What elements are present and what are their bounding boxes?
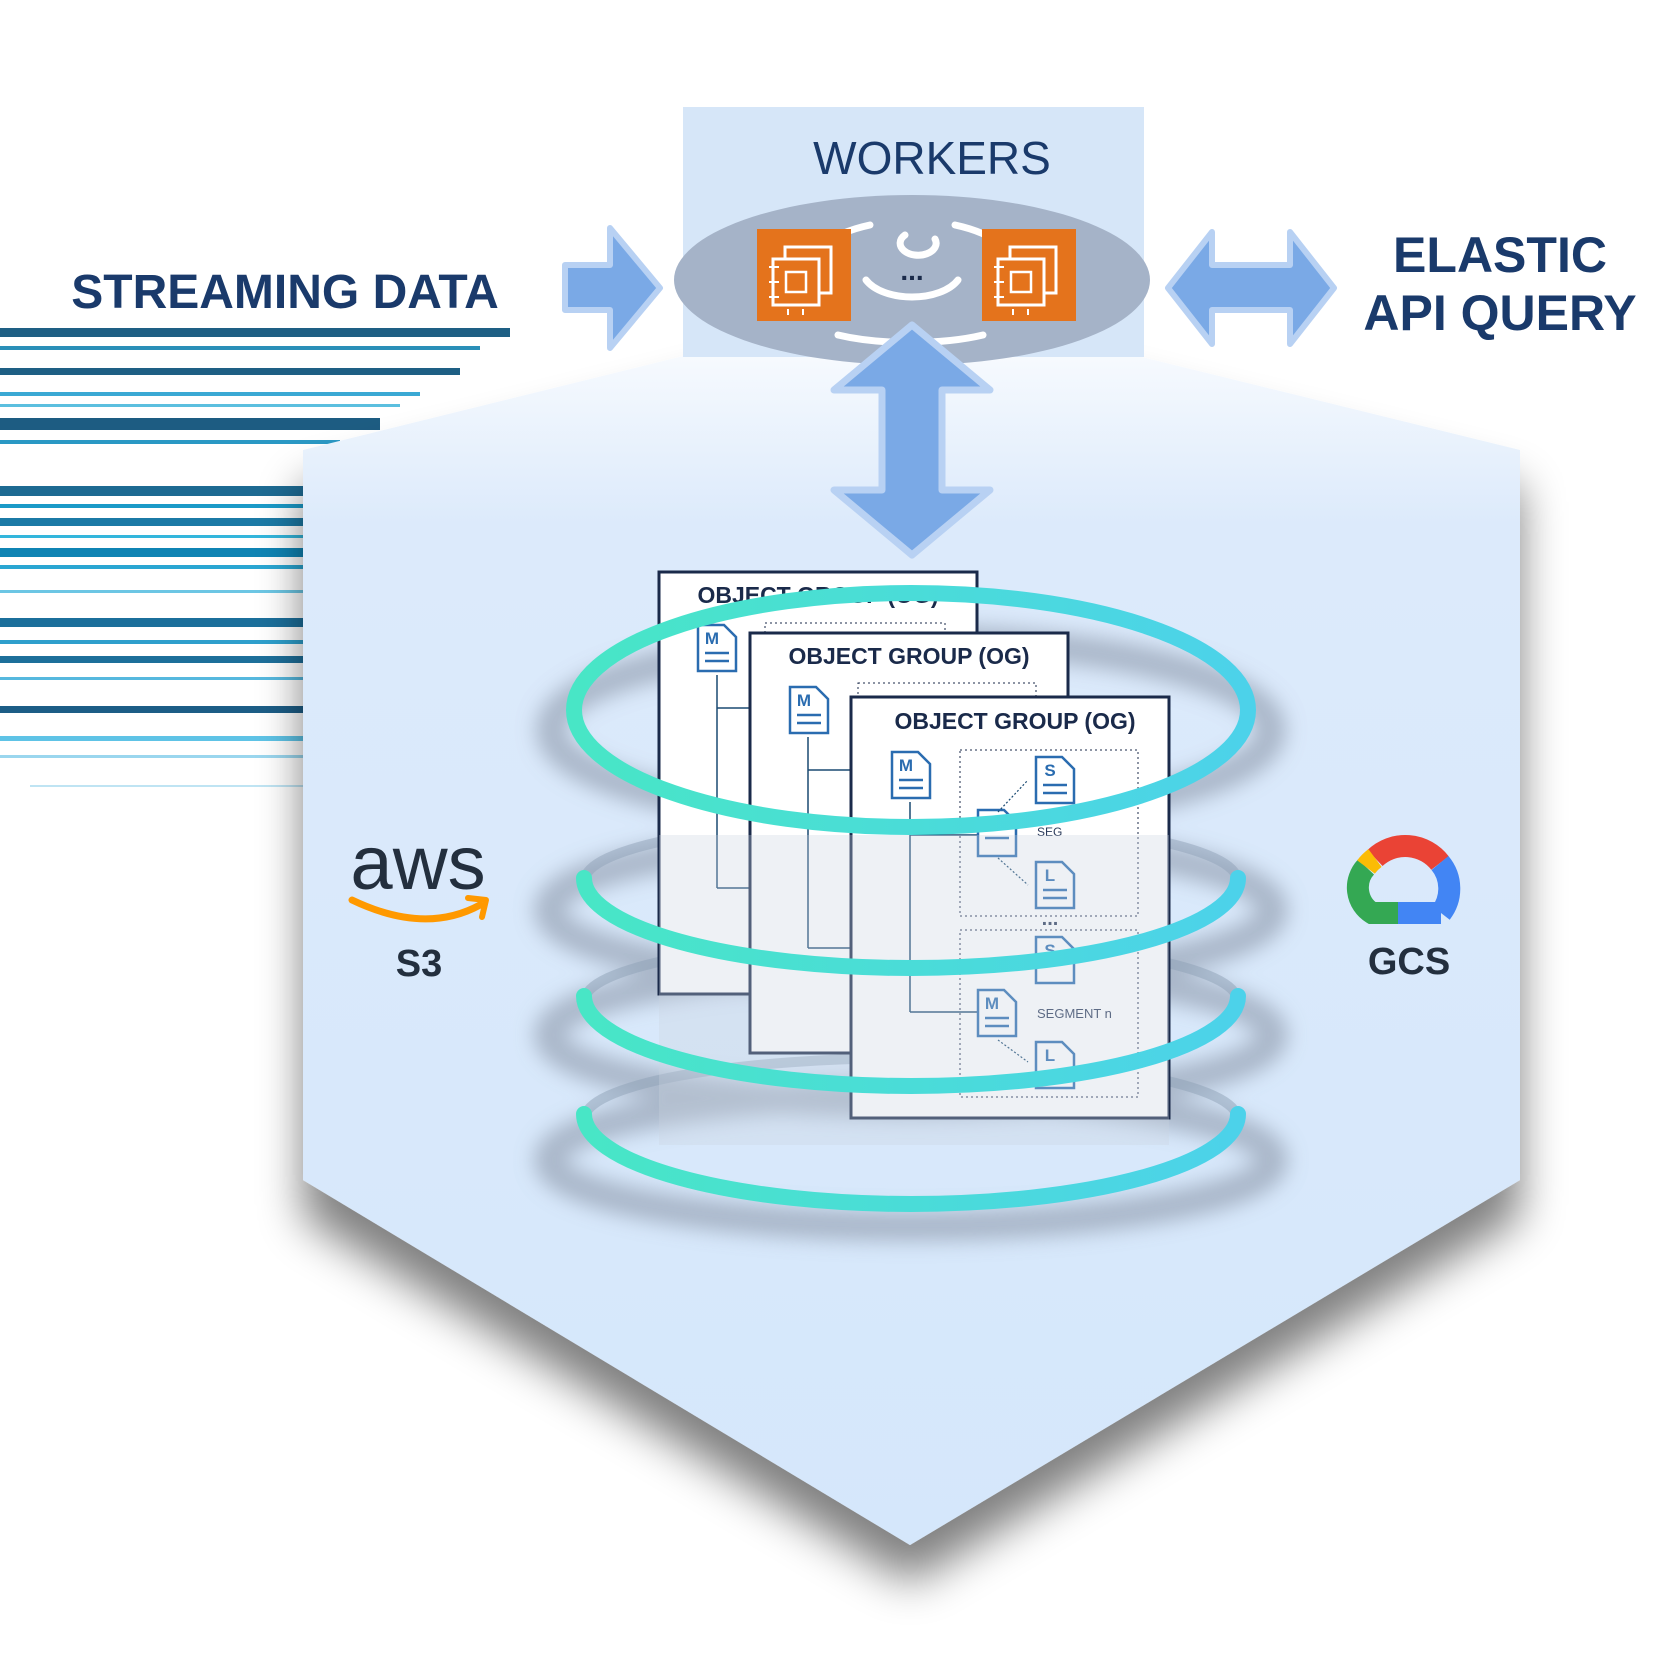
ec2-instance-icon: [982, 229, 1076, 321]
storage-ring-3: [576, 988, 1246, 1094]
segment-label: SEG: [1037, 825, 1062, 839]
aws-logo: aws: [348, 821, 489, 923]
s3-label: S3: [396, 943, 442, 985]
svg-text:M: M: [985, 994, 999, 1013]
segment-dots: ...: [1042, 908, 1059, 930]
svg-text:S: S: [1044, 761, 1055, 780]
svg-text:M: M: [899, 756, 913, 775]
storage-rings: [566, 585, 1256, 1212]
ec2-instance-icon: [757, 229, 851, 321]
streaming-arrow-right: [562, 225, 663, 351]
manifest-file-icon: M: [976, 988, 1018, 1038]
manifest-file-icon: M: [890, 750, 932, 800]
streaming-data-lines: [0, 328, 510, 787]
workers-storage-double-arrow: [830, 321, 994, 559]
api-query-double-arrow: [1165, 229, 1337, 347]
storage-ring-4: [576, 1106, 1246, 1212]
manifest-file-icon: M: [788, 685, 830, 735]
segment-file-icon: S: [1034, 755, 1076, 805]
ring-frost-overlay: [659, 835, 1169, 1145]
object-group-title: OBJECT GROUP (OG): [894, 708, 1135, 734]
elastic-label-line1: ELASTIC: [1393, 227, 1607, 283]
storage-ring-2: [576, 870, 1246, 976]
workers-title: WORKERS: [813, 132, 1051, 184]
svg-text:M: M: [705, 629, 719, 648]
svg-text:L: L: [1045, 1046, 1055, 1065]
storage-ring-top: [566, 585, 1256, 835]
streaming-data-label: STREAMING DATA: [71, 266, 499, 319]
log-file-icon: L: [1034, 860, 1076, 910]
gcs-label: GCS: [1368, 941, 1450, 983]
svg-text:S: S: [1044, 941, 1055, 960]
svg-text:L: L: [1045, 866, 1055, 885]
svg-text:M: M: [797, 691, 811, 710]
segment-n-label: SEGMENT n: [1037, 1006, 1112, 1021]
object-group-title: OBJECT GROUP (OG): [788, 643, 1029, 669]
svg-text:aws: aws: [350, 821, 485, 906]
manifest-file-icon: M: [696, 623, 738, 673]
workers-ellipsis: ...: [900, 255, 923, 286]
elastic-label-line2: API QUERY: [1363, 285, 1636, 341]
google-cloud-logo: [1346, 835, 1461, 924]
